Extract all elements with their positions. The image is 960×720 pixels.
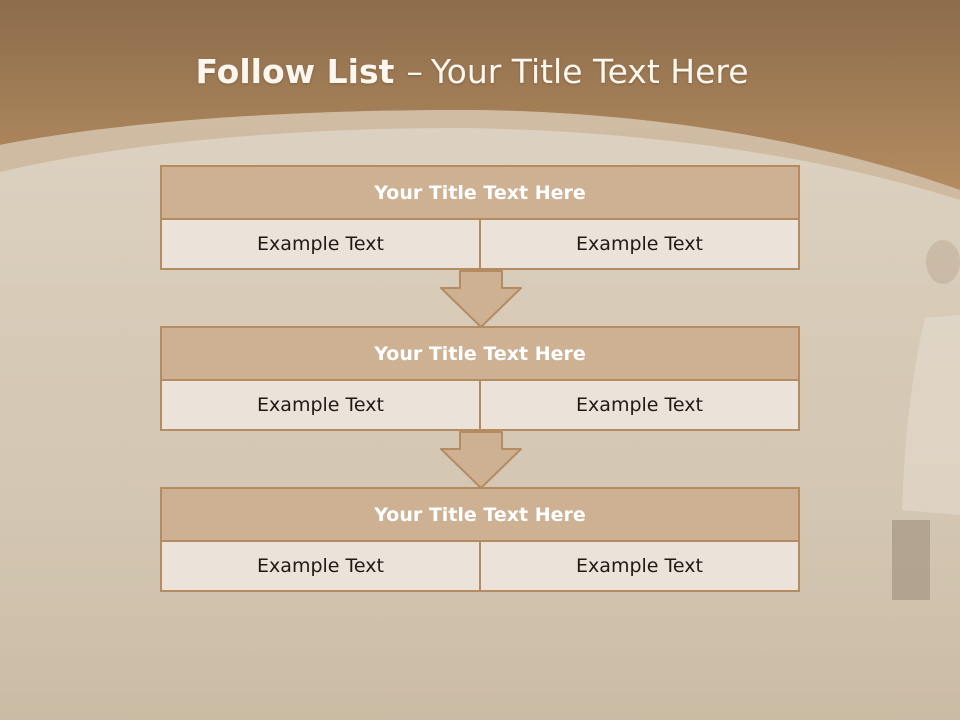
block-items-row: Example Text Example Text <box>160 381 800 431</box>
page-title: Follow List–Your Title Text Here <box>0 52 944 91</box>
block-item: Example Text <box>160 381 480 431</box>
block-title: Your Title Text Here <box>160 165 800 220</box>
flow-block-1: Your Title Text Here Example Text Exampl… <box>160 165 800 270</box>
block-item: Example Text <box>160 220 480 270</box>
title-rest-part: Your Title Text Here <box>430 52 749 91</box>
block-title: Your Title Text Here <box>160 326 800 381</box>
flow-block-2: Your Title Text Here Example Text Exampl… <box>160 326 800 431</box>
block-items-row: Example Text Example Text <box>160 542 800 592</box>
block-item: Example Text <box>160 542 480 592</box>
down-arrow-icon <box>440 270 522 328</box>
down-arrow-icon <box>440 431 522 489</box>
title-bold-part: Follow List <box>195 52 395 91</box>
block-item: Example Text <box>480 220 800 270</box>
block-item: Example Text <box>480 381 800 431</box>
block-title: Your Title Text Here <box>160 487 800 542</box>
flow-block-3: Your Title Text Here Example Text Exampl… <box>160 487 800 592</box>
woman-figure-image <box>892 240 960 600</box>
block-items-row: Example Text Example Text <box>160 220 800 270</box>
title-separator: – <box>406 52 423 91</box>
block-item: Example Text <box>480 542 800 592</box>
